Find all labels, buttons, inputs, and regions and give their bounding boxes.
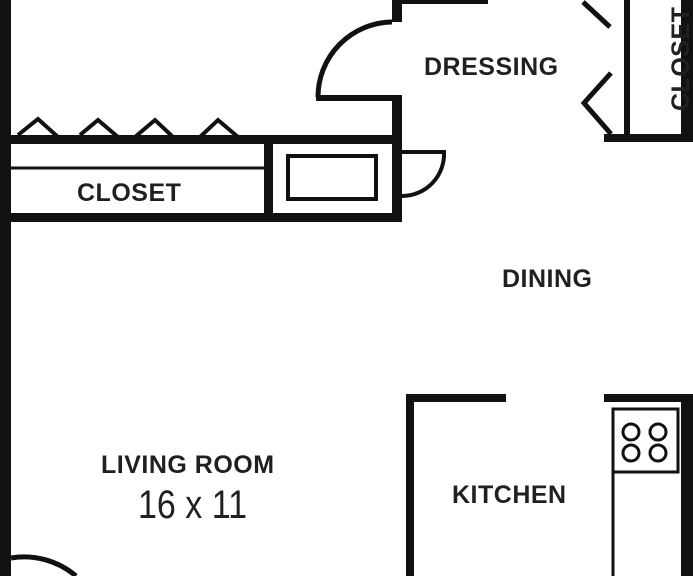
dressing-wall-left xyxy=(392,95,402,221)
closet-left-bottom xyxy=(11,213,402,222)
exterior-wall-right-lower xyxy=(681,394,693,576)
kitchen-wall-top xyxy=(406,394,506,402)
room-size-living-room: 16 x 11 xyxy=(138,483,248,527)
closet-right-door-top xyxy=(581,0,612,29)
room-label-dressing: DRESSING xyxy=(424,53,559,81)
stove xyxy=(611,407,680,474)
room-label-closet-left: CLOSET xyxy=(77,179,182,207)
exterior-wall-left xyxy=(0,0,11,576)
kitchen-wall-left xyxy=(406,394,414,576)
dressing-wall-top-cap xyxy=(402,0,488,4)
dressing-wall-stub xyxy=(316,95,402,101)
closet-right-wall xyxy=(624,0,630,134)
stove-burner-3 xyxy=(621,443,641,463)
room-label-closet-top-right: CLOSET xyxy=(667,6,693,111)
stove-burner-2 xyxy=(648,422,668,442)
entry-door-swing xyxy=(10,554,78,576)
closet-right-bottom xyxy=(604,134,693,142)
exterior-wall-right-upper xyxy=(681,0,693,140)
room-label-kitchen: KITCHEN xyxy=(452,481,567,509)
linen-cabinet xyxy=(286,154,378,201)
dressing-wall-top xyxy=(392,0,402,22)
bifold-door-1 xyxy=(16,116,60,139)
stove-burner-1 xyxy=(621,422,641,442)
closet-right-door-bottom xyxy=(580,71,613,136)
kitchen-wall-top-right xyxy=(604,394,693,402)
bifold-door-3 xyxy=(198,117,240,139)
room-label-living-room: LIVING ROOM xyxy=(101,451,275,479)
dressing-door-swing xyxy=(315,19,393,98)
closet-left-divider xyxy=(264,135,273,222)
bifold-door-2 xyxy=(78,117,175,139)
linen-door-swing xyxy=(401,150,447,199)
closet-left-top xyxy=(11,135,402,144)
stove-burner-4 xyxy=(648,443,668,463)
room-label-dining: DINING xyxy=(502,265,593,293)
